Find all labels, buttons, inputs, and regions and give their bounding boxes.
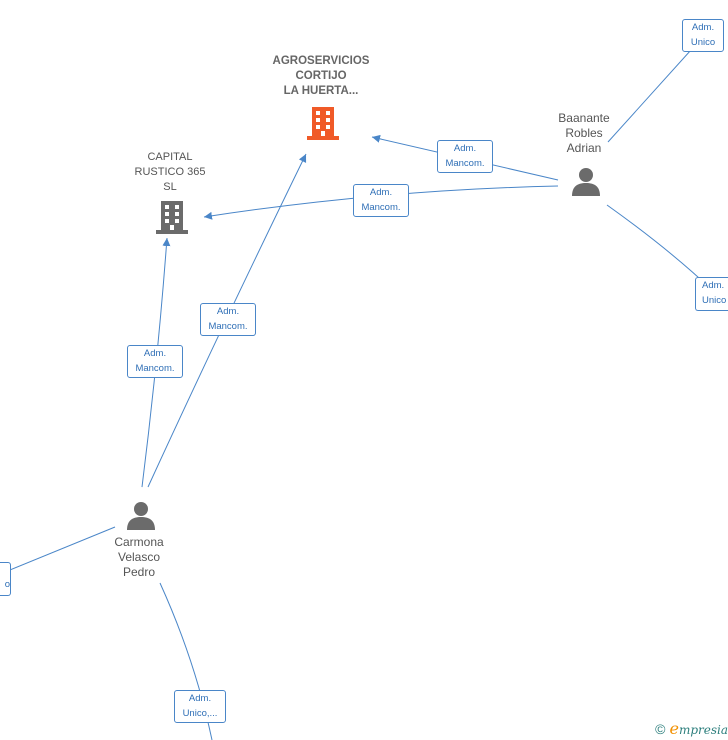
- edge-label-line: Adm.: [453, 143, 477, 154]
- label-line: Adrian: [566, 141, 602, 155]
- building-icon[interactable]: [307, 106, 339, 140]
- label-line: SL: [163, 181, 177, 193]
- edge-label-line: Adm.: [188, 693, 212, 704]
- edge-label-line: Adm.: [702, 280, 725, 291]
- label-line: Robles: [565, 126, 603, 140]
- edge-label-line: o: [4, 579, 10, 590]
- label-line: LA HUERTA...: [283, 85, 359, 97]
- brand-watermark: ©empresia: [655, 719, 728, 738]
- label-line: RUSTICO 365: [134, 166, 206, 178]
- copyright-symbol: ©: [655, 721, 666, 737]
- edge-label-carmona-bottom[interactable]: Adm. Unico,...: [174, 690, 226, 723]
- edge-label-carmona-agroservicios[interactable]: Adm. Mancom.: [200, 303, 256, 336]
- label-line: Pedro: [122, 565, 156, 579]
- edge-label-line: Mancom.: [135, 363, 175, 374]
- brand-initial: e: [669, 719, 679, 738]
- edge-label-line: Unico: [690, 37, 716, 48]
- building-icon[interactable]: [156, 200, 188, 234]
- edge-label-line: Unico,...: [182, 708, 218, 719]
- edge-label-line: Adm.: [143, 348, 167, 359]
- edge-label-line: Mancom.: [208, 321, 248, 332]
- label-line: AGROSERVICIOS: [272, 55, 370, 67]
- edge-baanante-top-right: [607, 39, 701, 143]
- edge-label-carmona-capital[interactable]: Adm. Mancom.: [127, 345, 183, 378]
- label-line: Velasco: [117, 550, 161, 564]
- edge-label-line: Mancom.: [361, 202, 401, 213]
- person-icon[interactable]: [571, 166, 601, 196]
- company-label-capital-rustico[interactable]: CAPITAL RUSTICO 365 SL: [110, 150, 230, 195]
- edge-carmona-left: [0, 526, 116, 575]
- edge-label-baanante-agroservicios[interactable]: Adm. Mancom.: [437, 140, 493, 173]
- label-line: CAPITAL: [147, 151, 193, 163]
- person-icon[interactable]: [126, 500, 156, 530]
- person-label-baanante[interactable]: Baanante Robles Adrian: [534, 111, 634, 156]
- label-line: Baanante: [558, 111, 610, 125]
- edge-label-line: Mancom.: [445, 158, 485, 169]
- edge-label-line: Adm.: [691, 22, 715, 33]
- edge-label-baanante-right[interactable]: Adm. Unico: [695, 277, 728, 311]
- edge-label-line: Adm.: [369, 187, 393, 198]
- label-line: Carmona: [114, 535, 164, 549]
- person-label-carmona[interactable]: Carmona Velasco Pedro: [89, 535, 189, 580]
- edge-label-line: Adm.: [216, 306, 240, 317]
- brand-logo: empresia: [669, 719, 728, 738]
- brand-name: mpresia: [678, 723, 728, 737]
- edge-label-line: Unico: [702, 295, 727, 306]
- edge-label-baanante-capital[interactable]: Adm. Mancom.: [353, 184, 409, 217]
- label-line: CORTIJO: [295, 70, 347, 82]
- company-label-agroservicios[interactable]: AGROSERVICIOS CORTIJO LA HUERTA...: [251, 54, 391, 99]
- edge-label-baanante-top-right[interactable]: Adm. Unico: [682, 19, 724, 52]
- edge-label-carmona-left[interactable]: o: [0, 562, 11, 596]
